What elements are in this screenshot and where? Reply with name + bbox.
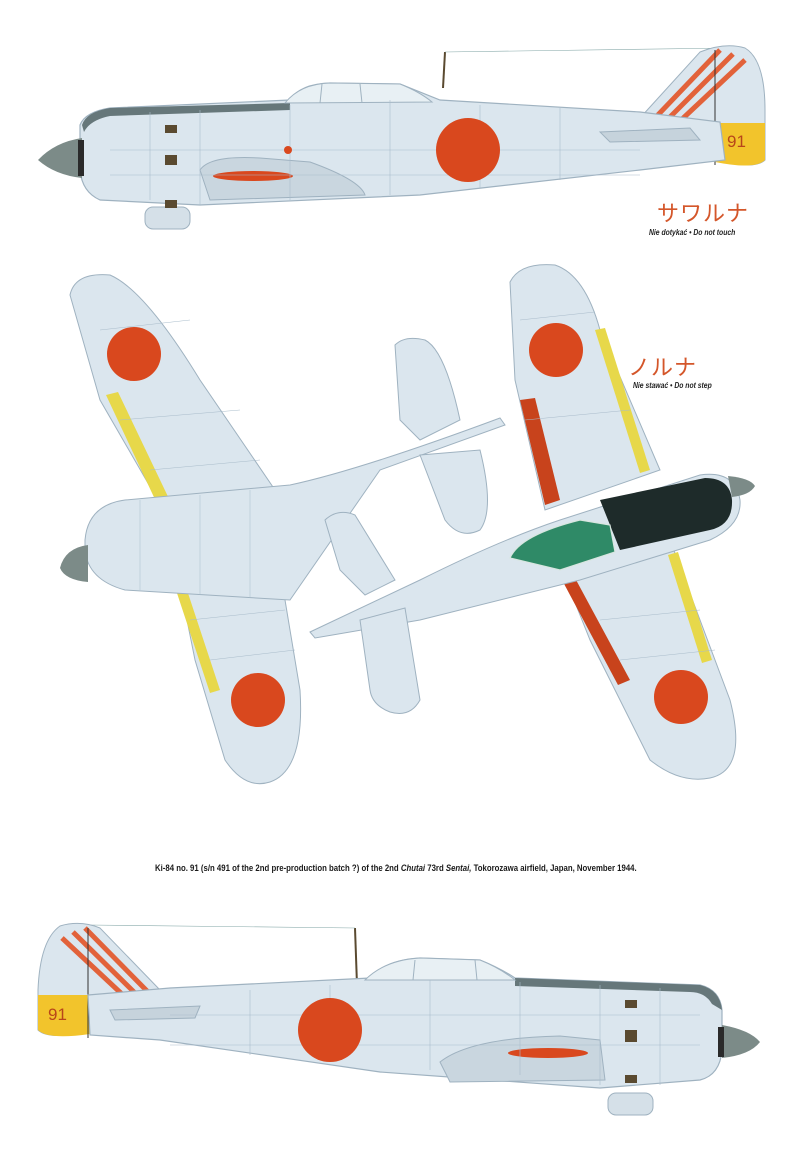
hinomaru-fuselage (436, 118, 500, 182)
no-touch-en: Do not touch (693, 228, 736, 237)
profile-caption: Ki-84 no. 91 (s/n 491 of the 2nd pre-pro… (155, 863, 637, 874)
plan-views: ノルナ Nie stawać • Do not step (0, 250, 808, 840)
separator: • (670, 381, 673, 390)
hinomaru-upper-wing-1 (107, 327, 161, 381)
caption-part3: Tokorozawa airfield, Japan, November 194… (471, 863, 637, 874)
port-profile-view: 91 (0, 0, 808, 240)
no-step-pl: Nie stawać (633, 381, 669, 390)
no-step-katakana: ノルナ (628, 356, 698, 381)
no-touch-pl: Nie dotykać (649, 228, 688, 237)
separator: • (689, 228, 692, 237)
top-plan-aircraft (60, 264, 755, 785)
no-touch-translation: Nie dotykać • Do not touch (649, 228, 735, 237)
no-touch-katakana: サワルナ (657, 202, 750, 227)
no-step-en: Do not step (674, 381, 712, 390)
hinomaru-lower-wing-1 (529, 323, 583, 377)
starboard-profile-view: 91 (0, 900, 808, 1155)
hinomaru-upper-wing-2 (231, 673, 285, 727)
starboard-profile-aircraft: 91 (37, 922, 760, 1116)
tail-number-starboard: 91 (48, 1005, 67, 1024)
no-step-translation: Nie stawać • Do not step (633, 381, 712, 390)
tail-number: 91 (727, 132, 746, 151)
caption-sentai: Sentai, (445, 863, 472, 874)
hinomaru-fuselage-starboard (298, 998, 362, 1062)
caption-chutai: Chutai (400, 863, 426, 874)
hinomaru-lower-wing-2 (654, 670, 708, 724)
port-profile-aircraft: 91 (38, 45, 766, 230)
caption-part2: 73rd (425, 863, 446, 874)
caption-part1: Ki-84 no. 91 (s/n 491 of the 2nd pre-pro… (155, 863, 401, 874)
